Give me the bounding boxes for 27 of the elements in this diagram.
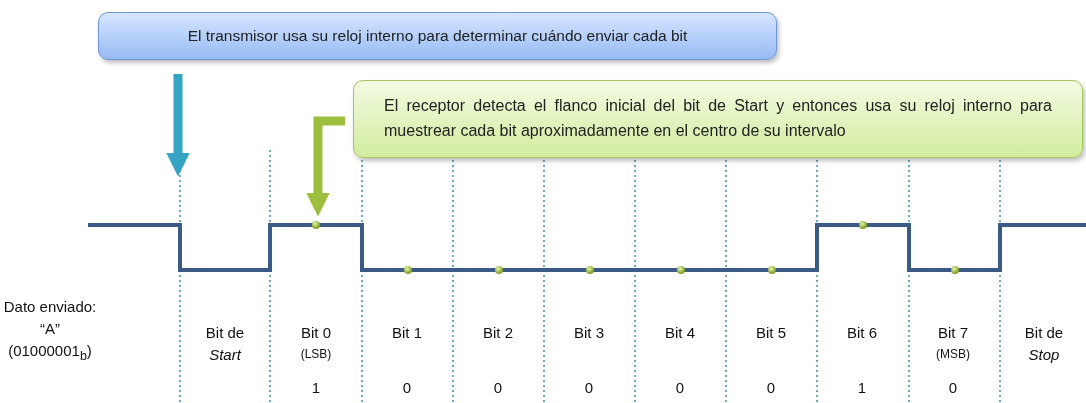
bit-label: Bit 3 <box>574 323 604 343</box>
bit-label: 0 <box>584 378 594 398</box>
bit-label: (LSB) <box>300 346 332 363</box>
bit-label: Bit 7 <box>938 323 968 343</box>
bit-label: Bit 2 <box>483 323 513 343</box>
bit-label: 0 <box>675 378 685 398</box>
bit-label: Bit 4 <box>665 323 695 343</box>
bit-label: 1 <box>857 378 867 398</box>
bit-label: Bit 0 <box>301 323 331 343</box>
callout-text: El receptor detecta el flanco inicial del bit de Start y entonces usa su reloj interno para muestrear cada bit aproximadamente en el centro de su intervalo <box>384 96 1052 141</box>
bit-label: Bit 5 <box>756 323 786 343</box>
bit-label: (MSB) <box>936 346 970 363</box>
bit-label: Bit de Stop <box>1023 323 1065 365</box>
callout-text: El transmisor usa su reloj interno para determinar cuándo enviar cada bit <box>186 26 689 46</box>
bit-label: Bit 1 <box>392 323 422 343</box>
bit-label: 0 <box>493 378 503 398</box>
callout-box <box>98 12 777 60</box>
bit-label: Dato enviado: “A” (01000001$_{b}$) <box>2 297 98 365</box>
arrow <box>306 116 345 217</box>
bit-label: Bit de Start <box>204 323 246 365</box>
bit-label: Bit 6 <box>847 323 877 343</box>
bit-label: 0 <box>948 378 958 398</box>
bit-label: 1 <box>311 378 321 398</box>
bit-label: 0 <box>402 378 412 398</box>
callout-box <box>353 80 1083 158</box>
arrow <box>166 74 190 177</box>
bit-label: 0 <box>766 378 776 398</box>
